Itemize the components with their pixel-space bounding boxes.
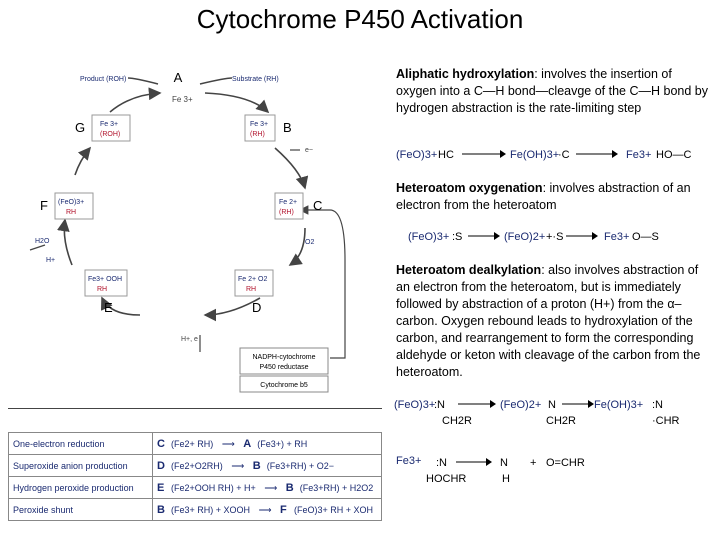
reductase-box: NADPH-cytochrome P450 reductase Cytochro… xyxy=(239,347,329,393)
p450-catalytic-cycle: A B C D E F G Product (ROH) Substrate (R… xyxy=(29,70,346,393)
svg-text:Fe(OH)3+: Fe(OH)3+ xyxy=(594,399,643,411)
svg-text:H: H xyxy=(502,473,510,485)
step-f: F xyxy=(40,198,48,213)
svg-text:Fe3+: Fe3+ xyxy=(604,231,629,243)
svg-text:(ROH): (ROH) xyxy=(100,131,120,138)
svg-text:HOCHR: HOCHR xyxy=(426,473,466,485)
svg-text:P450 reductase: P450 reductase xyxy=(259,364,308,371)
svg-text:Fe3+: Fe3+ xyxy=(626,149,651,161)
svg-text:(FeO)2+: (FeO)2+ xyxy=(500,399,541,411)
row-label: Peroxide shunt xyxy=(8,498,153,521)
svg-text::N: :N xyxy=(652,399,663,411)
svg-text:N: N xyxy=(500,457,508,469)
svg-text:(FeO)3+: (FeO)3+ xyxy=(394,399,435,411)
step-b: B xyxy=(283,120,292,135)
table-row: Hydrogen peroxide production E(Fe2+OOH R… xyxy=(8,476,382,499)
divider xyxy=(8,408,382,409)
hplus-label: H+ xyxy=(46,257,55,264)
table-row: Peroxide shunt B(Fe3+ RH) + XOOH⟶F(FeO)3… xyxy=(8,498,382,521)
svg-text::N: :N xyxy=(434,399,445,411)
svg-text:Fe3+: Fe3+ xyxy=(396,455,421,467)
svg-text:(RH): (RH) xyxy=(250,131,265,138)
equation-dealkylation-2: Fe3+ :N HOCHR N H + O=CHR xyxy=(396,455,585,485)
svg-text:Fe 3+: Fe 3+ xyxy=(100,121,118,128)
svg-text:Cytochrome b5: Cytochrome b5 xyxy=(260,382,308,389)
svg-text:RH: RH xyxy=(66,209,76,216)
step-e: E xyxy=(104,300,113,315)
state-f: (FeO)3+ RH xyxy=(54,192,94,220)
state-b: Fe 3+ (RH) xyxy=(244,114,276,142)
e-minus-label: e− xyxy=(305,147,313,154)
svg-text:(FeO)3+: (FeO)3+ xyxy=(408,231,449,243)
svg-text::N: :N xyxy=(436,457,447,469)
equation-dealkylation-1: (FeO)3+ :N CH2R (FeO)2+ N CH2R Fe(OH)3+ … xyxy=(394,399,680,427)
table-row: One-electron reduction C(Fe2+ RH)⟶A(Fe3+… xyxy=(8,432,382,455)
svg-text:HO—C: HO—C xyxy=(656,149,692,161)
equation-oxygenation: (FeO)3+ :S (FeO)2+ +·S Fe3+ O—S xyxy=(408,231,659,243)
paragraph-aliphatic: Aliphatic hydroxylation: involves the in… xyxy=(396,67,708,115)
svg-text:Fe 2+ O2: Fe 2+ O2 xyxy=(238,276,267,283)
step-a: A xyxy=(174,70,183,85)
h-e-label: H+, e xyxy=(181,336,198,343)
svg-text:Fe(OH)3+: Fe(OH)3+ xyxy=(510,149,559,161)
svg-text:(FeO)2+: (FeO)2+ xyxy=(504,231,545,243)
svg-text:O—S: O—S xyxy=(632,231,659,243)
a-iron-label: Fe 3+ xyxy=(172,95,193,104)
substrate-label: Substrate (RH) xyxy=(232,76,279,83)
svg-text:·C: ·C xyxy=(558,149,570,161)
reaction-table: One-electron reduction C(Fe2+ RH)⟶A(Fe3+… xyxy=(8,432,382,521)
page-title: Cytochrome P450 Activation xyxy=(196,4,524,34)
svg-text:+: + xyxy=(530,457,536,469)
state-c: Fe 2+ (RH) xyxy=(274,192,304,220)
state-g: Fe 3+ (ROH) xyxy=(91,114,131,142)
step-c: C xyxy=(313,198,322,213)
svg-text:(FeO)3+: (FeO)3+ xyxy=(58,199,84,206)
state-d: Fe 2+ O2 RH xyxy=(234,269,274,297)
svg-text:RH: RH xyxy=(97,286,107,293)
svg-text:(FeO)3+: (FeO)3+ xyxy=(396,149,437,161)
paragraph-oxygenation: Heteroatom oxygenation: involves abstrac… xyxy=(396,181,691,212)
h2o-label: H2O xyxy=(35,238,50,245)
state-e: Fe3+ OOH RH xyxy=(84,269,128,297)
svg-text:Fe 3+: Fe 3+ xyxy=(250,121,268,128)
svg-text:CH2R: CH2R xyxy=(546,415,576,427)
svg-text:RH: RH xyxy=(246,286,256,293)
svg-text:NADPH-cytochrome: NADPH-cytochrome xyxy=(252,354,315,361)
svg-text:·CHR: ·CHR xyxy=(652,415,680,427)
row-label: One-electron reduction xyxy=(8,432,153,455)
svg-text:(RH): (RH) xyxy=(279,209,294,216)
row-label: Superoxide anion production xyxy=(8,454,153,477)
table-row: Superoxide anion production D(Fe2+O2RH)⟶… xyxy=(8,454,382,477)
svg-text::S: :S xyxy=(452,231,462,243)
svg-text:O=CHR: O=CHR xyxy=(546,457,585,469)
svg-text:+·S: +·S xyxy=(546,231,563,243)
svg-text:Fe3+ OOH: Fe3+ OOH xyxy=(88,276,122,283)
product-label: Product (ROH) xyxy=(80,76,126,83)
svg-text:HC: HC xyxy=(438,149,454,161)
equation-aliphatic: (FeO)3+ HC Fe(OH)3+ ·C Fe3+ HO—C xyxy=(396,149,692,161)
row-label: Hydrogen peroxide production xyxy=(8,476,153,499)
cycle-arrows xyxy=(29,77,346,359)
svg-text:CH2R: CH2R xyxy=(442,415,472,427)
step-d: D xyxy=(252,300,261,315)
o2-label: O2 xyxy=(305,239,314,246)
svg-text:N: N xyxy=(548,399,556,411)
svg-text:Fe 2+: Fe 2+ xyxy=(279,199,297,206)
paragraph-dealkylation: Heteroatom dealkylation: also involves a… xyxy=(396,263,701,379)
step-g: G xyxy=(75,120,85,135)
